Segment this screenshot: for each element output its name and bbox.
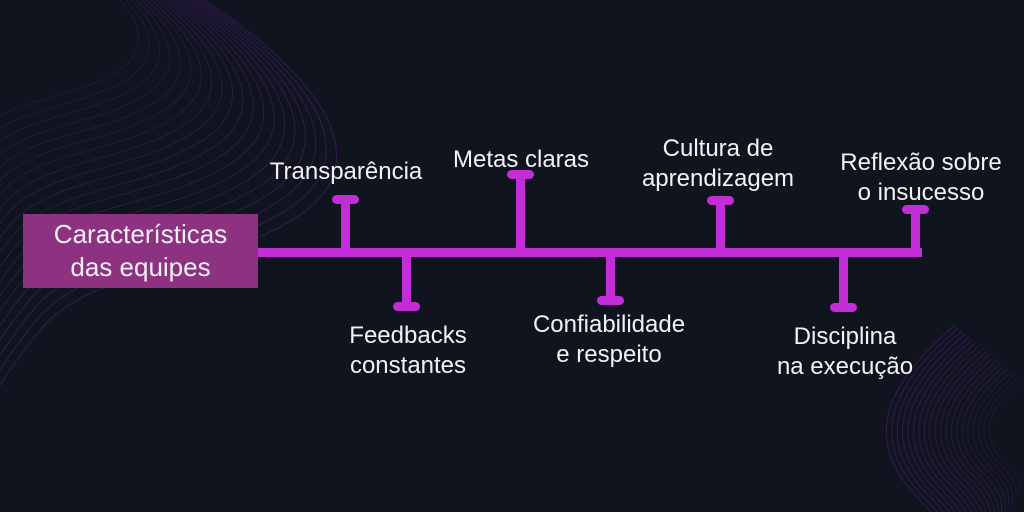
branch-cap-feedbacks-constantes — [393, 302, 420, 311]
branch-label-cultura-de-aprendizagem: Cultura de aprendizagem — [642, 134, 794, 194]
branch-label-transparencia: Transparência — [270, 157, 423, 187]
title-line-2: das equipes — [70, 252, 211, 282]
label-line: Transparência — [269, 158, 423, 185]
branch-label-confiabilidade-e-respeito: Confiabilidade e respeito — [533, 310, 685, 370]
branch-label-reflexao-sobre-o-insucesso: Reflexão sobre o insucesso — [840, 148, 1001, 208]
branch-cap-reflexao-sobre-o-insucesso — [902, 205, 929, 214]
label-line: Disciplina — [793, 323, 897, 350]
branch-label-feedbacks-constantes: Feedbacks constantes — [349, 321, 466, 381]
label-line: Confiabilidade — [532, 311, 686, 338]
branch-label-disciplina-na-execucao: Disciplina na execução — [777, 322, 913, 382]
label-line: constantes — [349, 352, 467, 379]
branch-stem-transparencia — [341, 199, 350, 257]
branch-stem-confiabilidade-e-respeito — [606, 248, 615, 300]
branch-label-metas-claras: Metas claras — [453, 145, 589, 175]
branch-stem-cultura-de-aprendizagem — [716, 200, 725, 257]
branch-cap-metas-claras — [507, 170, 534, 179]
title-box: Características das equipes — [23, 214, 258, 288]
branch-cap-cultura-de-aprendizagem — [707, 196, 734, 205]
label-line: Reflexão sobre — [840, 149, 1002, 176]
branch-cap-confiabilidade-e-respeito — [597, 296, 624, 305]
title-line-1: Características — [53, 219, 228, 249]
wave-top-left — [0, 0, 338, 411]
branch-stem-metas-claras — [516, 174, 525, 257]
branch-stem-feedbacks-constantes — [402, 248, 411, 306]
branch-stem-reflexao-sobre-o-insucesso — [911, 209, 920, 257]
branch-cap-disciplina-na-execucao — [830, 303, 857, 312]
label-line: aprendizagem — [641, 165, 795, 192]
branch-stem-disciplina-na-execucao — [839, 248, 848, 307]
label-line: e respeito — [556, 341, 662, 368]
label-line: na execução — [776, 353, 914, 380]
label-line: Metas claras — [452, 146, 590, 173]
timeline-spine — [256, 248, 922, 257]
label-line: o insucesso — [857, 179, 985, 206]
branch-cap-transparencia — [332, 195, 359, 204]
label-line: Feedbacks — [349, 322, 467, 349]
label-line: Cultura de — [662, 135, 774, 162]
